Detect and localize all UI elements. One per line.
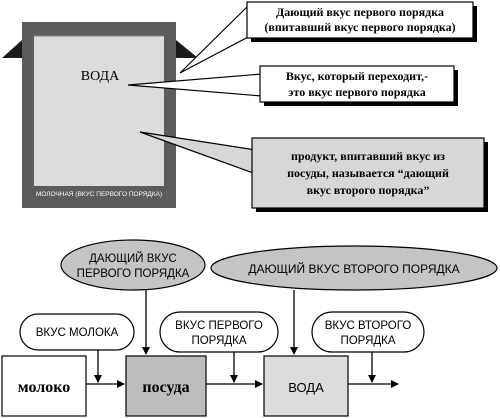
callout-1-pointer [179, 2, 251, 74]
callout-1-box-shadow-bottom [251, 38, 477, 42]
vessel-right-rim [176, 40, 198, 58]
pill-taste-second-order-line-2: ПОРЯДКА [340, 335, 395, 347]
pill-taste-first-order-line-1: ВКУС ПЕРВОГО [175, 320, 263, 332]
vessel-left-rim [2, 40, 22, 58]
callout-1-line-2: (впитавший вкус первого порядка) [264, 20, 455, 34]
pill-taste-first-order-line-2: ПОРЯДКА [191, 335, 246, 347]
box-water-label: ВОДА [288, 380, 324, 395]
oval-giver-second-order [210, 245, 498, 291]
callout-1-box-shadow-right [473, 6, 477, 42]
callout-1-line-1: Дающий вкус первого порядка [276, 5, 444, 19]
callout-first-order-giver: Дающий вкус первого порядка (впитавший в… [179, 1, 477, 74]
pill-taste-first-order [159, 311, 279, 353]
pill-taste-second-order [311, 311, 425, 353]
pill-taste-milk-label: ВКУС МОЛОКА [36, 327, 119, 339]
callout-first-order-taste: Вкус, который переходит,- это вкус перво… [127, 65, 458, 106]
callout-3-line-3: вкус второго порядка” [307, 183, 430, 197]
oval-giver-first-order [60, 239, 206, 291]
box-milk [1, 355, 87, 417]
box-milk-label: молоко [18, 379, 70, 396]
callout-3-line-1: продукт, впитавший вкус из [291, 149, 445, 163]
oval-giver-first-order-line-2: ПЕРВОГО ПОРЯДКА [77, 268, 190, 280]
vessel-contents-label: ВОДА [81, 69, 120, 84]
callout-3-line-2: посуды, называется “дающий [287, 166, 449, 180]
vessel-caption: МОЛОЧНАЯ (ВКУС ПЕРВОГО ПОРЯДКА) [36, 191, 162, 198]
oval-giver-first-order-line-1: ДАЮЩИЙ ВКУС [89, 252, 177, 265]
callout-second-order-giver: продукт, впитавший вкус из посуды, назыв… [139, 131, 488, 212]
pill-taste-second-order-line-1: ВКУС ВТОРОГО [325, 320, 412, 332]
callout-2-box [259, 65, 455, 103]
callout-2-line-1: Вкус, который переходит,- [286, 69, 428, 83]
box-water [263, 355, 349, 417]
vessel-illustration: ВОДА МОЛОЧНАЯ (ВКУС ПЕРВОГО ПОРЯДКА) [2, 22, 198, 208]
callout-3-box-shadow-right [484, 142, 488, 212]
oval-giver-second-order-label: ДАЮЩИЙ ВКУС ВТОРОГО ПОРЯДКА [248, 261, 459, 276]
vessel-body [22, 22, 176, 208]
callout-3-box [251, 137, 485, 209]
flow-arrows [86, 290, 399, 388]
callout-2-box-shadow-bottom [264, 102, 458, 106]
pill-taste-milk [19, 313, 135, 351]
box-dish [125, 355, 207, 417]
vessel-water [34, 36, 164, 186]
callout-2-box-shadow-right [454, 70, 458, 106]
callout-3-box-shadow-bottom [256, 208, 488, 212]
callout-2-line-2: это вкус первого порядка [288, 85, 425, 99]
box-dish-label: посуда [142, 379, 189, 396]
